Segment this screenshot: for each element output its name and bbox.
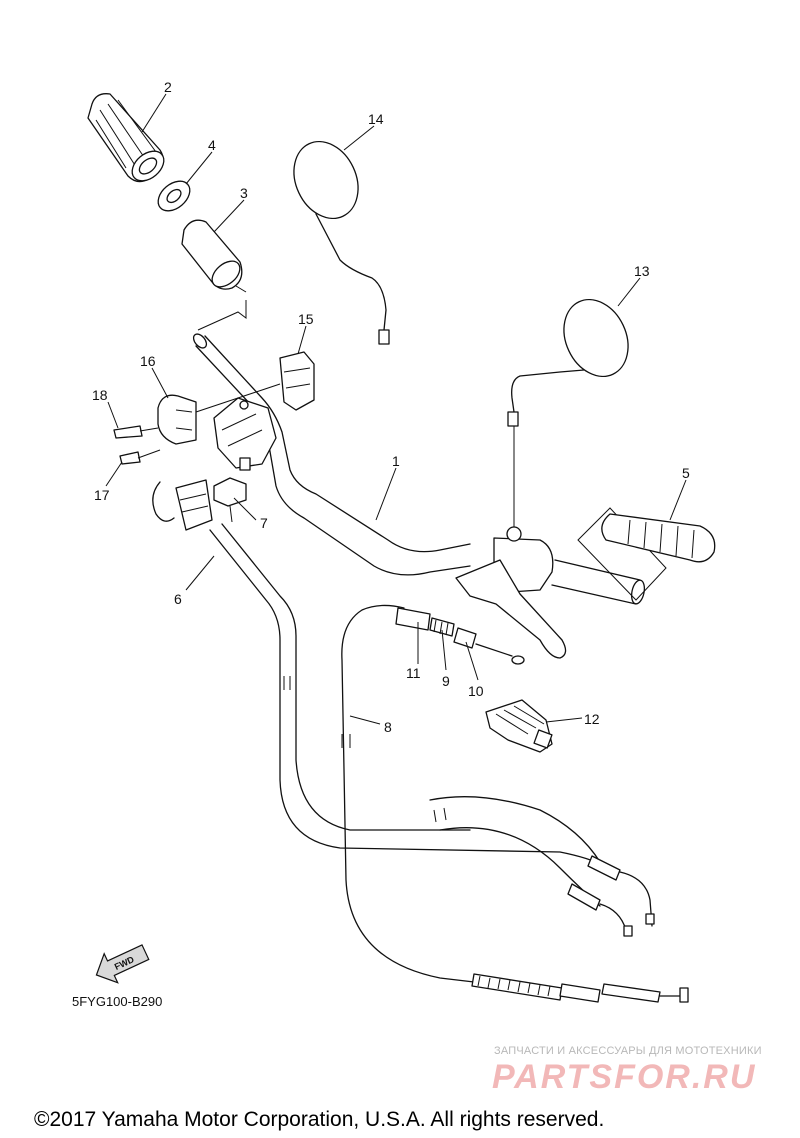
grip-spacer [157, 180, 191, 212]
throttle-collar [181, 219, 247, 293]
callout-15: 15 [298, 311, 314, 327]
fwd-arrow-icon: FWD [95, 944, 150, 984]
callout-7: 7 [260, 515, 268, 531]
left-mirror [293, 140, 390, 345]
callout-2: 2 [164, 79, 172, 95]
callout-5: 5 [682, 465, 690, 481]
callout-11: 11 [406, 665, 421, 681]
callout-18: 18 [92, 387, 108, 403]
callout-12: 12 [584, 711, 600, 727]
left-grip [87, 93, 165, 183]
callout-6: 6 [174, 591, 182, 607]
callout-10: 10 [468, 683, 484, 699]
callout-13: 13 [634, 263, 650, 279]
callout-4: 4 [208, 137, 216, 153]
diagram-code: 5FYG100-B290 [72, 994, 162, 1009]
callout-3: 3 [240, 185, 248, 201]
clutch-cable [341, 604, 689, 1003]
callout-17: 17 [94, 487, 110, 503]
callouts: 1 2 3 4 5 6 7 8 9 10 11 12 13 14 15 16 1… [92, 79, 690, 735]
clutch-lever [455, 526, 567, 659]
leader-lines [105, 93, 687, 725]
callout-8: 8 [384, 719, 392, 735]
callout-16: 16 [140, 353, 156, 369]
cable-guide [213, 477, 247, 523]
left-switch-assembly [113, 351, 315, 471]
adjuster-cover [485, 699, 553, 753]
right-grip [577, 507, 716, 601]
callout-1: 1 [392, 453, 400, 469]
callout-9: 9 [442, 673, 450, 689]
cable-adjuster [395, 607, 525, 665]
right-mirror [507, 298, 629, 530]
watermark-brand: PARTSFOR.RU [492, 1058, 756, 1096]
copyright: ©2017 Yamaha Motor Corporation, U.S.A. A… [34, 1108, 604, 1131]
callout-14: 14 [368, 111, 384, 127]
throttle-cables [152, 479, 655, 937]
watermark-tagline: ЗАПЧАСТИ И АКСЕССУАРЫ ДЛЯ МОТОТЕХНИКИ [494, 1045, 762, 1057]
